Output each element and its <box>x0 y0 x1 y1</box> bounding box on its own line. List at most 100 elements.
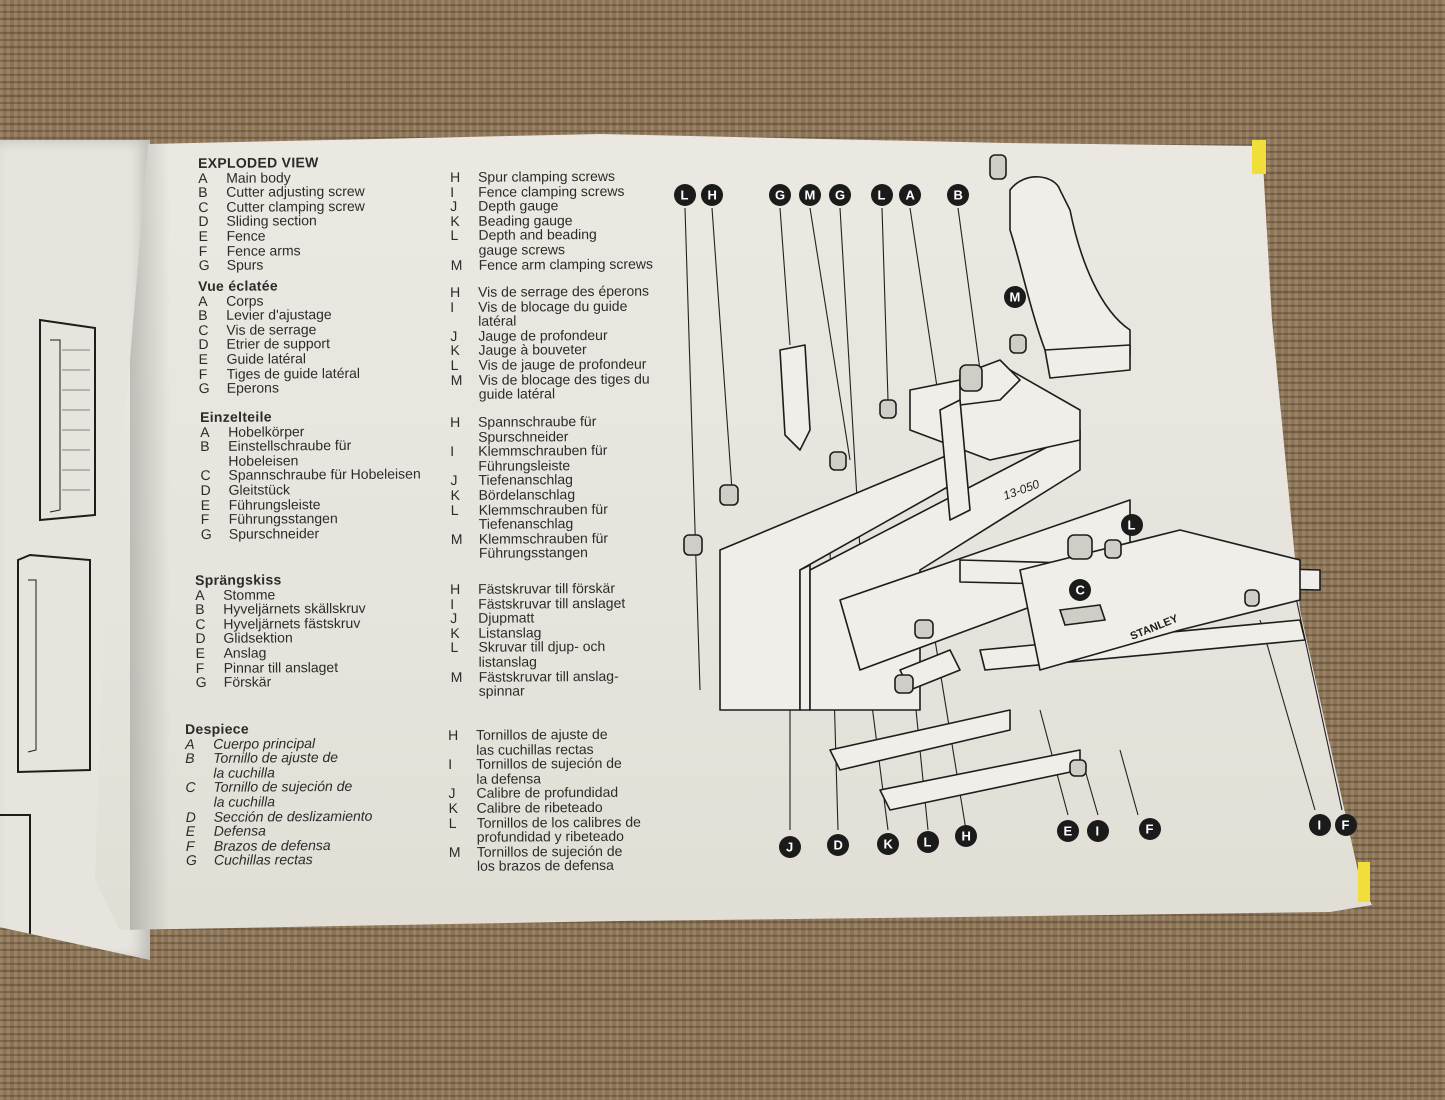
item-letter: J <box>450 198 458 215</box>
svg-text:L: L <box>924 835 932 850</box>
item-text: Vis de blocage des tiges du <box>478 370 650 388</box>
item-letter: L <box>450 227 459 244</box>
callout-l-bottom: L <box>917 831 939 853</box>
exploded-view-diagram: STANLEY 13-050 L H G M G L A B M L C J D… <box>674 154 1357 858</box>
item-text: Spannschraube für <box>477 412 597 430</box>
callout-h: H <box>701 184 723 206</box>
screw-l-right <box>1104 539 1122 559</box>
item-text-continued: Führungsstangen <box>478 544 588 562</box>
item-letter: E <box>185 823 196 840</box>
callout-f: F <box>1139 818 1161 840</box>
screw-i-right <box>1244 589 1260 607</box>
item-text: Tornillo de ajuste de <box>213 749 339 766</box>
item-letter: F <box>200 511 210 528</box>
item-letter: D <box>195 630 206 647</box>
item-text: Führungsstangen <box>228 510 338 527</box>
svg-text:G: G <box>835 188 845 203</box>
item-letter: D <box>185 808 196 825</box>
svg-text:L: L <box>878 188 886 203</box>
callout-g: G <box>769 184 791 206</box>
item-letter: H <box>449 283 461 300</box>
item-text: Cuchillas rectas <box>213 851 313 869</box>
item-text: Spurschneider <box>228 524 320 542</box>
svg-text:H: H <box>962 829 971 844</box>
callout-i-right: I <box>1309 814 1331 836</box>
item-text: Klemmschrauben für <box>478 442 608 459</box>
item-letter: J <box>450 327 458 344</box>
screw-i <box>1069 759 1087 777</box>
screw-l-left <box>683 534 703 556</box>
item-letter: M <box>450 371 463 388</box>
item-letter: A <box>185 735 195 752</box>
item-letter: E <box>198 350 208 367</box>
item-letter: K <box>450 212 460 229</box>
item-letter: G <box>195 674 207 691</box>
item-letter: F <box>198 242 208 259</box>
callout-b: B <box>947 184 969 206</box>
callout-l-2: L <box>871 184 893 206</box>
svg-text:B: B <box>954 188 963 203</box>
item-letter: K <box>450 342 460 359</box>
item-text: Vis de blocage du guide <box>478 297 628 315</box>
section-heading: Einzelteile <box>199 408 272 425</box>
screw-g <box>829 451 847 471</box>
item-letter: H <box>449 413 461 430</box>
item-text: Spurs <box>226 256 264 273</box>
item-letter: H <box>449 168 461 185</box>
item-letter: D <box>198 336 209 353</box>
svg-text:M: M <box>1010 290 1021 305</box>
item-letter: G <box>200 525 212 542</box>
item-letter: G <box>198 380 210 397</box>
item-letter: D <box>198 213 209 230</box>
callouts-top: L H G M G L A B <box>674 184 969 206</box>
page-tab-top <box>1252 140 1266 174</box>
item-text: Fence <box>226 227 266 244</box>
item-text: Fence arm clamping screws <box>478 255 653 273</box>
item-text: Gleitstück <box>228 481 291 498</box>
section-heading: Despiece <box>184 720 249 737</box>
item-text: Fence arms <box>226 241 301 259</box>
item-text: Skruvar till djup- och <box>478 638 606 656</box>
screw-h <box>719 484 739 506</box>
item-letter: L <box>450 639 459 656</box>
section-heading: EXPLODED VIEW <box>197 154 319 171</box>
callout-j: J <box>779 836 801 858</box>
item-text: Sliding section <box>226 212 317 230</box>
item-letter: I <box>450 183 455 200</box>
item-text: Glidsektion <box>223 629 293 647</box>
item-letter: C <box>198 198 209 215</box>
item-letter: L <box>448 814 457 831</box>
plane-body <box>719 176 1321 811</box>
svg-text:I: I <box>1096 824 1100 839</box>
callout-h-bottom: H <box>955 825 977 847</box>
item-letter: F <box>198 365 208 382</box>
screw-h-lower <box>914 619 934 639</box>
item-text: Bördelanschlag <box>478 486 576 503</box>
callout-f-right: F <box>1335 814 1357 836</box>
item-text: Corps <box>226 292 264 309</box>
item-text: Djupmatt <box>478 609 535 626</box>
svg-text:E: E <box>1064 824 1073 839</box>
screws <box>683 154 1260 777</box>
callout-d: D <box>827 834 849 856</box>
item-text-continued: guide latéral <box>478 385 556 402</box>
svg-text:L: L <box>681 188 689 203</box>
callouts-bottom: J D K L H E I F I F <box>779 814 1357 858</box>
item-text: Calibre de ribeteado <box>476 798 603 816</box>
item-letter: I <box>450 298 455 315</box>
item-letter: B <box>185 750 195 767</box>
svg-text:G: G <box>775 188 785 203</box>
item-letter: M <box>448 843 461 860</box>
item-letter: M <box>450 256 463 273</box>
svg-text:A: A <box>906 188 916 203</box>
item-letter: C <box>185 779 196 796</box>
svg-text:C: C <box>1076 583 1086 598</box>
